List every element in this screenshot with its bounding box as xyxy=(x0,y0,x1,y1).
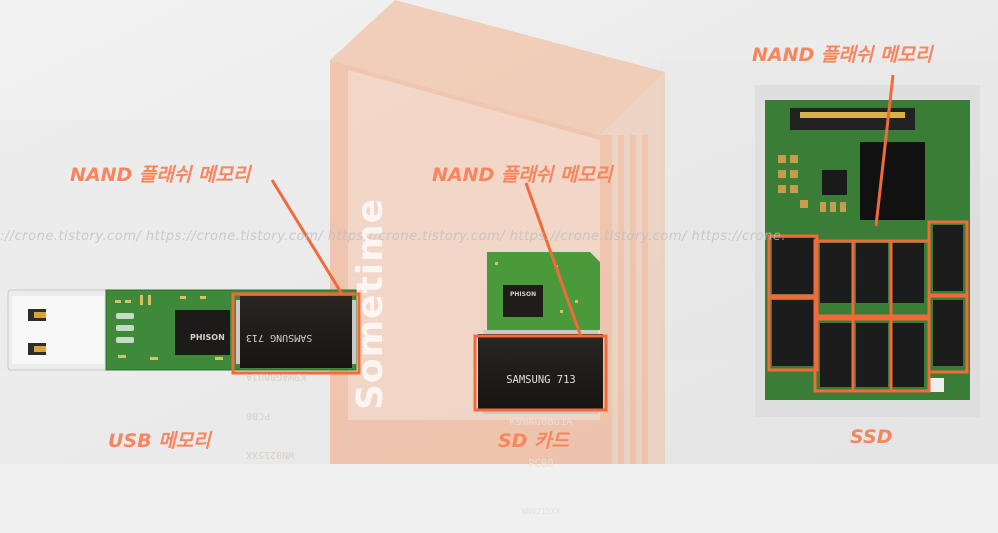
sd-nand-pointer xyxy=(524,182,583,338)
usb-nand-pointer xyxy=(270,179,344,295)
ssd-nand-label: NAND 플래쉬 메모리 xyxy=(752,44,933,66)
ssd-board xyxy=(755,85,980,417)
usb-chip-line2: PCB0 xyxy=(246,410,271,421)
watermark-url: ://crone.tistory.com/ https://crone.tist… xyxy=(0,229,786,244)
sd-chip-line4: WN0215XX xyxy=(521,507,561,516)
usb-chip-marking: WN0215XX PCB0 K9WAG08U1A SAMSUNG 713 xyxy=(246,318,346,487)
sd-caption: SD 카드 xyxy=(498,430,570,452)
ssd-nand-pointer xyxy=(874,74,895,227)
svg-text:PHISON: PHISON xyxy=(510,291,536,298)
usb-stick: PHISON xyxy=(7,289,357,371)
sd-nand-highlight xyxy=(473,334,608,412)
usb-caption: USB 메모리 xyxy=(108,430,211,452)
usb-chip-line3: K9WAG08U1A xyxy=(246,371,307,382)
ssd-caption: SSD xyxy=(850,426,893,448)
usb-chip-line4: SAMSUNG 713 xyxy=(246,332,313,343)
ssd-nand-highlights xyxy=(767,220,969,393)
svg-text:PHISON: PHISON xyxy=(190,333,225,342)
sd-chip-line1: SAMSUNG 713 xyxy=(506,374,576,386)
sd-chip-line2: K9WAG08U1A xyxy=(509,416,573,428)
usb-nand-highlight xyxy=(231,292,361,375)
sd-nand-label: NAND 플래쉬 메모리 xyxy=(432,164,613,186)
watermark-word: Sometime xyxy=(350,197,391,410)
sd-chip-line3: PCB0 xyxy=(528,458,554,470)
usb-chip-line1: WN0215XX xyxy=(246,449,295,460)
usb-nand-label: NAND 플래쉬 메모리 xyxy=(70,164,251,186)
background-illustration: PHISON PHISON xyxy=(0,0,998,464)
